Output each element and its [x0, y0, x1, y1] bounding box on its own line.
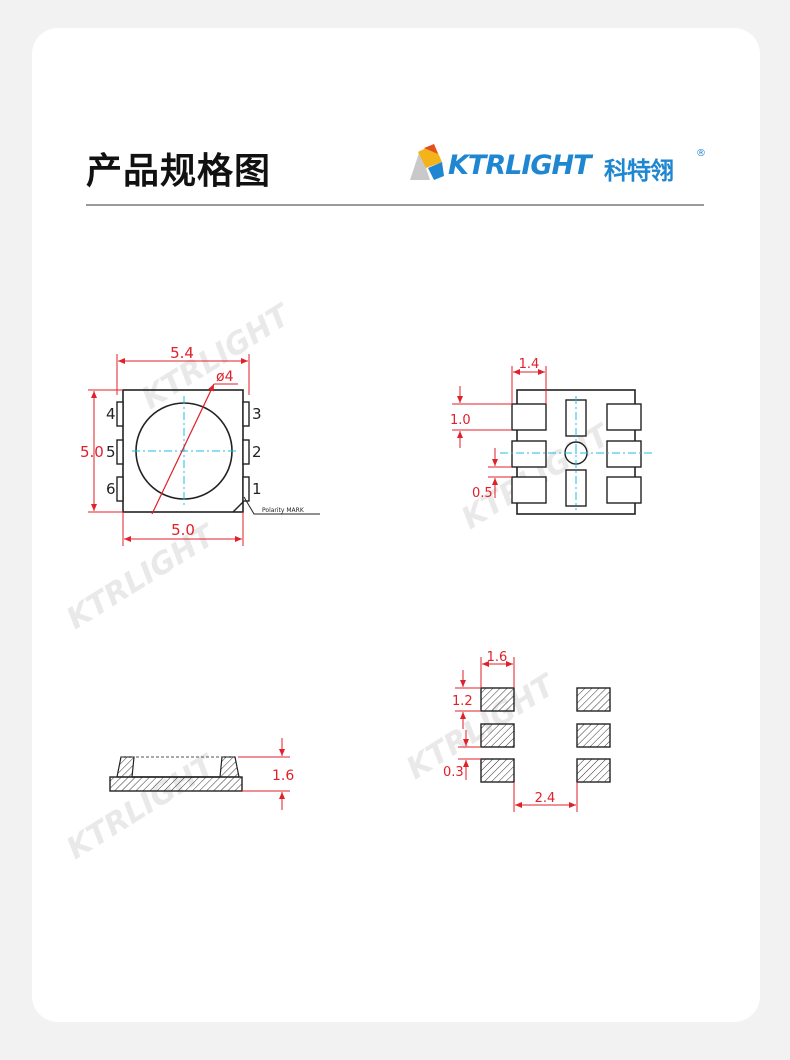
bottom-width-label: 5.0 — [171, 521, 195, 539]
footprint-pad-width-label: 1.6 — [487, 650, 508, 665]
header-divider — [86, 204, 704, 206]
watermark-text: KTRLIGHT — [136, 297, 299, 417]
page-title: 产品规格图 — [86, 151, 272, 192]
pin-label-4: 4 — [106, 405, 116, 423]
spec-card — [32, 28, 760, 1022]
diameter-label: ø4 — [216, 369, 234, 385]
footprint-pad-gap-label: 0.3 — [443, 765, 464, 780]
footprint-row-spacing-label: 2.4 — [535, 791, 556, 806]
bottom-view-drawing — [452, 366, 652, 515]
footprint-pad-height-label: 1.2 — [452, 694, 473, 709]
watermark-text: KTRLIGHT — [61, 747, 224, 867]
pin-label-3: 3 — [252, 405, 262, 423]
pad-width-label: 1.4 — [519, 357, 540, 372]
top-view-drawing — [88, 354, 320, 546]
footprint-drawing — [455, 657, 611, 812]
brand-mark-icon — [410, 144, 444, 180]
pin-label-5: 5 — [106, 443, 116, 461]
pad-height-label: 1.0 — [450, 413, 471, 428]
pin-label-2: 2 — [252, 443, 262, 461]
watermark-text: KTRLIGHT — [61, 517, 224, 637]
brand-name: KTRLIGHT — [448, 150, 592, 181]
pin-label-1: 1 — [252, 480, 262, 498]
top-width-label: 5.4 — [170, 344, 194, 362]
pad-gap-label: 0.5 — [472, 486, 493, 501]
registered-mark: ® — [696, 148, 706, 159]
brand-logo: KTRLIGHT 科特翎 ® — [404, 140, 706, 188]
side-height-label: 1.6 — [272, 768, 294, 784]
top-height-label: 5.0 — [80, 443, 104, 461]
brand-chinese-name: 科特翎 — [604, 157, 674, 185]
pin-label-6: 6 — [106, 480, 116, 498]
side-view-drawing — [109, 738, 290, 810]
polarity-mark-label: Polarity MARK — [262, 507, 305, 514]
